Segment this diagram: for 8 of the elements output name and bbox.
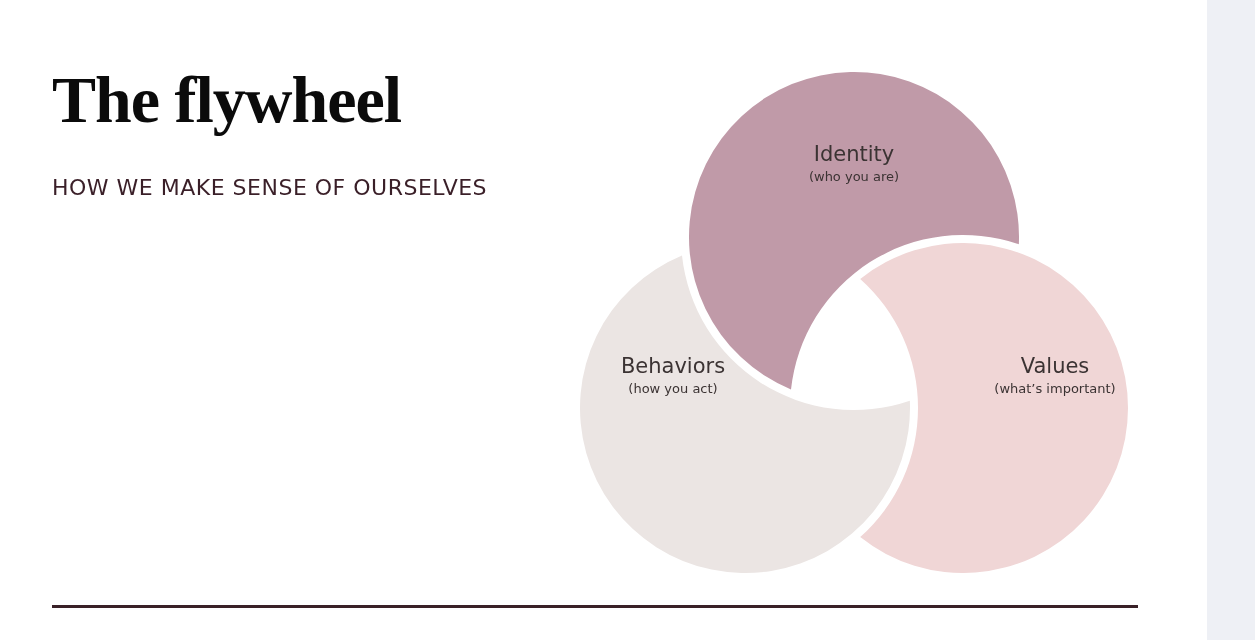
segment-subtext: (what’s important) — [994, 381, 1116, 396]
subtitle: HOW WE MAKE SENSE OF OURSELVES — [52, 175, 488, 200]
segment-heading: Behaviors — [620, 354, 726, 378]
segment-subtext: (how you act) — [628, 381, 718, 396]
segment-heading: Values — [1020, 354, 1090, 378]
title: The flywheel — [52, 62, 402, 138]
segment-heading: Identity — [813, 142, 895, 166]
segment-subtext: (who you are) — [808, 169, 900, 184]
